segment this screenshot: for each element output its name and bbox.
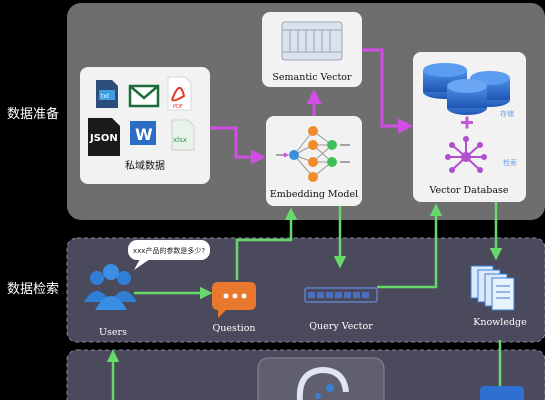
users-label: Users: [99, 327, 127, 338]
xlsx-file-icon: xlsx: [171, 119, 195, 151]
svg-text:xlsx: xlsx: [173, 136, 187, 144]
knowledge-icon: [470, 265, 515, 311]
neural-network-icon: [276, 126, 350, 182]
graph-network-icon: [445, 136, 487, 173]
json-file-icon: JSON: [88, 118, 120, 156]
embedding-model-label: Embedding Model: [270, 189, 358, 200]
txt-file-icon: txt: [96, 80, 118, 108]
vector-database-label: Vector Database: [428, 185, 508, 196]
question-label: Question: [212, 323, 255, 334]
llm-brain-card: [257, 357, 385, 400]
vector-grid-icon: [281, 21, 343, 61]
word-file-icon: W: [130, 121, 156, 145]
private-data-label: 私域数据: [125, 159, 165, 172]
arrow-question-to-embedding: [235, 207, 298, 280]
section-label-prep: 数据准备: [7, 106, 59, 122]
retrieval-panel: [66, 237, 545, 343]
question-bubble-text: xxx产品的参数是多少?: [133, 246, 205, 255]
knowledge-label: Knowledge: [473, 317, 527, 328]
svg-text:PDF: PDF: [173, 104, 183, 110]
plus-icon: [461, 116, 473, 129]
arrow-query-to-db: [377, 203, 443, 289]
section-label-retrieval: 数据检索: [7, 282, 59, 297]
mail-icon: [128, 84, 160, 108]
svg-text:W: W: [135, 125, 153, 144]
arrow-data-to-embedding: [210, 126, 266, 165]
svg-text:txt: txt: [101, 93, 110, 100]
pdf-file-icon: PDF: [167, 76, 192, 111]
store-label: 存储: [500, 109, 514, 118]
users-icon: [84, 264, 137, 310]
arrow-semantic-to-db: [362, 48, 413, 134]
retrieve-label: 检索: [503, 158, 517, 167]
question-icon: [212, 282, 256, 318]
database-icon: [423, 63, 510, 115]
query-vector-label: Query Vector: [309, 321, 373, 332]
semantic-vector-label: Semantic Vector: [272, 72, 352, 83]
svg-text:JSON: JSON: [89, 133, 118, 144]
bottom-right-icon: [480, 386, 524, 400]
question-bubble: [128, 240, 210, 270]
query-vector-icon: [304, 287, 378, 303]
